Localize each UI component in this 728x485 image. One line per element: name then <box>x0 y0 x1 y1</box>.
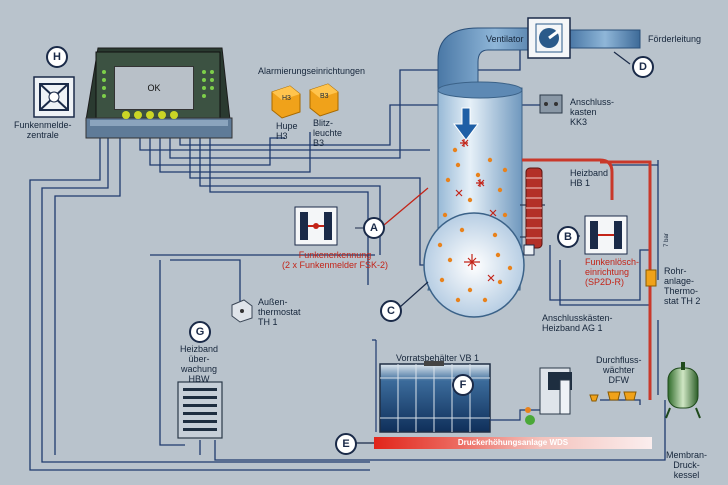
badge-f: F <box>452 374 474 396</box>
heizband-ueberwachung-hbw <box>177 381 223 439</box>
tank-water-lines <box>372 339 545 432</box>
funkenmeldezentrale-icon <box>33 76 75 118</box>
vorratsbehaelter-vb1 <box>379 361 491 433</box>
blitz-box-text: B3 <box>320 93 329 100</box>
funkenloeschung-sp2dr <box>584 215 628 255</box>
anschlusskaesten-label: Anschlusskästen- Heizband AG 1 <box>542 313 613 333</box>
hupe-box-text: H3 <box>282 95 291 102</box>
alarmierung-label: Alarmierungseinrichtungen <box>258 66 366 76</box>
funkenloesch-label: Funkenlösch- einrichtung (SP2D-R) <box>585 257 640 287</box>
anschlusskasten-kk3 <box>539 94 563 114</box>
badge-leaders <box>356 51 631 444</box>
rohranlage-thermostat-th2 <box>645 269 657 287</box>
membran-druckkessel <box>665 362 701 419</box>
wiring-lines <box>29 40 666 471</box>
funkenmelder-fsk2 <box>294 206 338 246</box>
rohranlage-label: Rohr- anlage- Thermo- stat TH 2 <box>664 266 701 306</box>
pump-unit <box>525 367 572 425</box>
anschlusskasten-label: Anschluss- kasten KK3 <box>570 97 615 127</box>
anschlusskasten-ag1 <box>523 244 535 256</box>
aussenthermostat-label: Außen- thermostat TH 1 <box>258 297 301 327</box>
badge-c: C <box>380 300 402 322</box>
blitzleuchte-label: Blitz- leuchte B3 <box>313 118 343 148</box>
blitzleuchte-b3-box <box>309 83 339 117</box>
badge-e: E <box>335 433 357 455</box>
badge-b: B <box>557 226 579 248</box>
panel-screen: OK <box>114 66 194 110</box>
foerderleitung-label: Förderleitung <box>648 34 702 44</box>
membran-label: Membran- Druck- kessel <box>666 450 708 480</box>
heizband-ueber-label: Heizband über- wachung HBW <box>180 344 219 384</box>
hupe-label: Hupe H3 <box>276 121 298 141</box>
durchfluss-label: Durchfluss- wächter DFW <box>596 355 642 385</box>
badge-h: H <box>46 46 68 68</box>
heizband-label: Heizband HB 1 <box>570 168 609 188</box>
foerderleitung-pipe <box>569 29 641 49</box>
aussenthermostat-th1 <box>231 299 253 323</box>
funkenmeldezentrale-label: Funkenmelde- zentrale <box>14 120 72 140</box>
badge-a: A <box>363 217 385 239</box>
vorratsbehaelter-label: Vorratsbehälter VB 1 <box>396 353 480 363</box>
small-mark: 7 bar <box>663 233 670 247</box>
ventilator-label: Ventilator <box>486 34 524 44</box>
red-link-a <box>383 187 429 226</box>
heizband-pipe <box>522 158 652 400</box>
durchflusswaechter-dfw <box>589 391 637 402</box>
badge-g: G <box>189 321 211 343</box>
funkenerkennung-label: Funkenerkennung (2 x Funkenmelder FSK-2) <box>282 250 389 270</box>
druckerhoehung-label: Druckerhöhungsanlage WDS <box>457 438 569 447</box>
badge-d: D <box>632 56 654 78</box>
ventilator-icon <box>527 17 571 59</box>
heizband-coil-rings <box>526 177 542 239</box>
druckerhoehung-bar <box>374 437 652 449</box>
hupe-h3-box <box>271 85 301 119</box>
silo-cylinder <box>423 81 525 318</box>
